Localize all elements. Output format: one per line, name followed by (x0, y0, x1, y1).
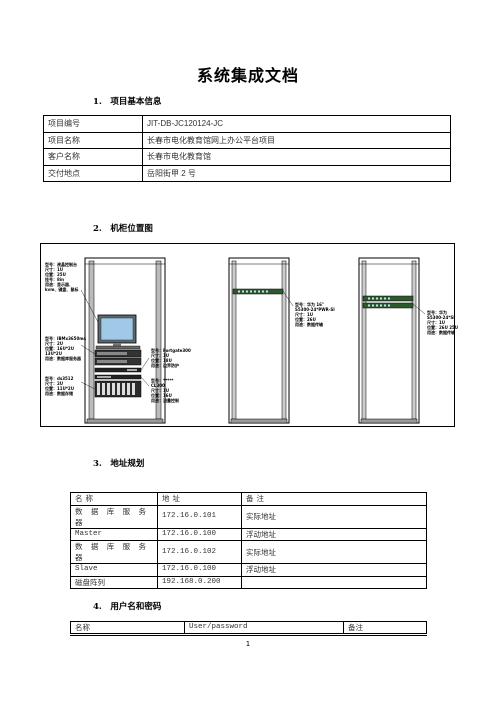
cell-note: 浮动地址 (241, 563, 427, 577)
section-heading-1: 1. 项目基本信息 (93, 97, 162, 107)
cell-label: 项目名称 (43, 131, 143, 149)
rack-note-storage: 型号：ds3512 尺寸：2U 位置：11U*2U 用途：数据存储 (45, 376, 74, 396)
cell-value: 岳阳街甲 2 号 (142, 164, 451, 182)
column-header: 名称 (70, 492, 158, 506)
rack-note-console: 型号：液晶控制台 尺寸：1U 位置：25U 挂号：8in 用途：显示器、 kvm… (45, 262, 79, 292)
switch-icon (362, 295, 414, 309)
table-row: 项目编号 JIT-DB-JC120124-JC (43, 115, 451, 133)
cell-note: 浮动地址 (241, 527, 427, 541)
switch-icon (232, 288, 284, 295)
rack-diagram-svg (80, 257, 426, 424)
doc-title: 系统集成文档 (196, 66, 299, 85)
cell-name: 数 据 库 服 务 器 (70, 504, 158, 529)
column-header: User/password (184, 621, 344, 634)
section-heading-2: 2. 机柜位置图 (93, 224, 153, 234)
user-table: 名称 User/password 备注 (70, 621, 427, 634)
table-row: Master 172.16.0.100 浮动地址 (70, 527, 427, 541)
cell-label: 交付地点 (43, 164, 143, 182)
storage-array-icon (94, 380, 142, 398)
cell-value: JIT-DB-JC120124-JC (142, 115, 451, 133)
server-icon (94, 349, 142, 366)
cell-address: 172.16.0.100 (157, 563, 242, 577)
rack-1 (84, 257, 166, 424)
monitor-icon (95, 314, 141, 350)
callout-lines (80, 289, 426, 390)
cell-label: 客户名称 (43, 148, 143, 166)
address-table: 名称 地址 备注 数 据 库 服 务 器 172.16.0.101 实际地址 M… (70, 492, 427, 589)
column-header: 备注 (241, 492, 427, 506)
cell-name: 数 据 库 服 务 器 (70, 540, 158, 564)
rack-note-switch-2: 型号：华为 S5300-24*SI 尺寸：1U 位置：26U 25U 用途：数据… (427, 310, 459, 335)
column-header: 备注 (343, 621, 427, 634)
cell-label: 项目编号 (43, 115, 143, 133)
rack-diagram: 型号：液晶控制台 尺寸：1U 位置：25U 挂号：8in 用途：显示器、 kvm… (40, 243, 459, 427)
table-row: Slave 172.16.0.100 浮动地址 (70, 563, 427, 577)
cell-name: Slave (70, 563, 158, 577)
table-row: 数 据 库 服 务 器 172.16.0.101 实际地址 (70, 504, 427, 529)
table-row: 项目名称 长春市电化教育馆网上办公平台项目 (43, 131, 451, 149)
cell-note: 实际地址 (241, 504, 427, 529)
rack-3 (358, 257, 420, 424)
cell-value: 长春市电化教育馆 (142, 148, 451, 166)
traffic-controller-icon (94, 374, 142, 380)
page-number: 1 (245, 640, 251, 648)
project-info-table: 项目编号 JIT-DB-JC120124-JC 项目名称 长春市电化教育馆网上办… (43, 115, 451, 182)
cell-address: 172.16.0.101 (157, 504, 242, 529)
cell-name: 磁盘阵列 (70, 575, 158, 589)
rack-note-db-server: 型号：IBMx3650m4 尺寸：2U 位置：16U*2U 13U*2U 用途：… (45, 336, 87, 361)
cell-value: 长春市电化教育馆网上办公平台项目 (142, 131, 451, 149)
table-row: 磁盘阵列 192.168.0.200 (70, 575, 427, 589)
table-row: 交付地点 岳阳街甲 2 号 (43, 164, 451, 182)
cell-name: Master (70, 527, 158, 541)
column-header: 地址 (157, 492, 242, 506)
table-header-row: 名称 User/password 备注 (70, 621, 427, 634)
footer-divider (70, 635, 427, 636)
table-header-row: 名称 地址 备注 (70, 492, 427, 506)
section-heading-3: 3. 地址规划 (93, 459, 145, 469)
rack-note-firewall: 型号：Fortgate300 尺寸：1U 位置：18U 用途：边界防护 (151, 348, 191, 368)
cell-address: 172.16.0.100 (157, 527, 242, 541)
cell-address: 172.16.0.102 (157, 540, 242, 564)
rack-note-switch-1: 型号：华为 16" S5300-24*PWR-SI 尺寸：1U 位置：26U 用… (295, 302, 335, 327)
rack-2 (228, 257, 290, 424)
table-row: 数 据 库 服 务 器 172.16.0.102 实际地址 (70, 540, 427, 564)
section-heading-4: 4. 用户名和密码 (93, 602, 162, 612)
table-row: 客户名称 长春市电化教育馆 (43, 148, 451, 166)
cell-note (241, 575, 427, 589)
firewall-icon (94, 367, 142, 373)
cell-address: 192.168.0.200 (157, 575, 242, 589)
column-header: 名称 (70, 621, 185, 634)
cell-note: 实际地址 (241, 540, 427, 564)
rack-note-traffic: 型号：***** CL300 尺寸：1U 位置：16U 用途：流量控制 (151, 378, 179, 403)
